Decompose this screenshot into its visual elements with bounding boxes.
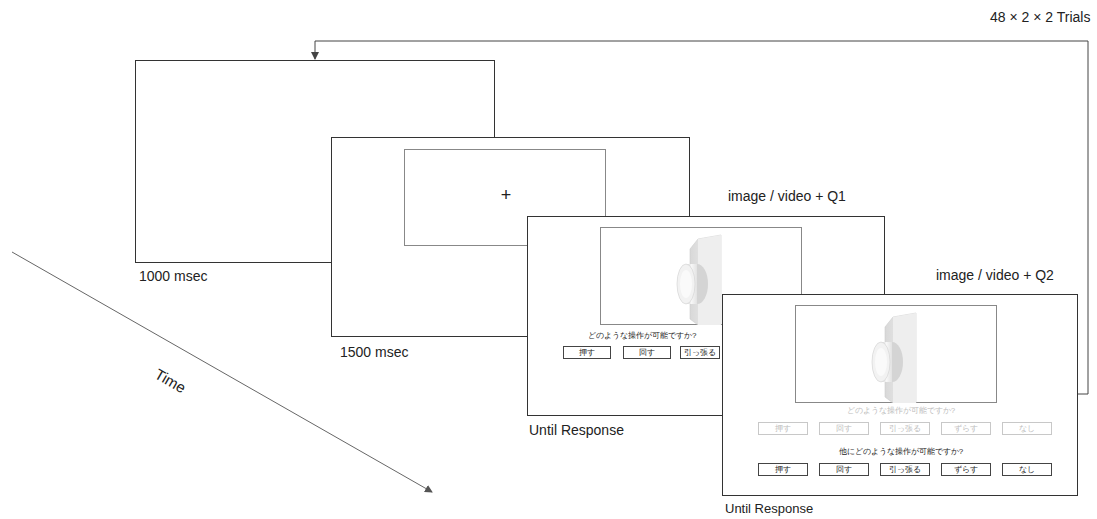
screen-text: Until Response [725, 502, 813, 516]
disabled-button: 押す [758, 422, 808, 435]
button-label: 引っ張る [889, 466, 921, 474]
response-button: 回す [623, 346, 671, 359]
screen-text: 1000 msec [139, 269, 207, 284]
knob-image [795, 305, 997, 403]
disabled-button: なし [1002, 422, 1052, 435]
disabled-button: 引っ張る [880, 422, 930, 435]
button-label: 引っ張る [889, 425, 921, 433]
button-label: なし [1019, 466, 1035, 474]
response-button: 回す [819, 463, 869, 476]
screen-text: Until Response [529, 423, 624, 438]
screen-text: 他にどのような操作が可能ですか? [723, 448, 1079, 457]
button-label: 回す [836, 425, 852, 433]
screen-text: 1500 msec [340, 345, 408, 360]
disabled-button: ずらす [941, 422, 991, 435]
screen-text: どのような操作が可能ですか? [723, 407, 1079, 416]
button-label: 押す [579, 349, 595, 357]
button-label: 押す [775, 466, 791, 474]
screen-text: + [405, 186, 607, 206]
screen-text: image / video + Q1 [728, 189, 846, 204]
button-label: ずらす [954, 466, 978, 474]
button-label: ずらす [954, 425, 978, 433]
response-button: 押す [563, 346, 611, 359]
axis-label: Time [152, 366, 189, 397]
button-label: 回す [836, 466, 852, 474]
button-label: 回す [639, 349, 655, 357]
response-button: ずらす [941, 463, 991, 476]
screen-text: どのような操作が可能ですか? [588, 332, 696, 341]
response-button: 引っ張る [680, 346, 720, 359]
response-button: 引っ張る [880, 463, 930, 476]
button-label: 引っ張る [684, 349, 716, 357]
trial-count: 48 × 2 × 2 Trials [990, 10, 1090, 25]
disabled-button: 回す [819, 422, 869, 435]
response-button: なし [1002, 463, 1052, 476]
button-label: 押す [775, 425, 791, 433]
screen-text: image / video + Q2 [936, 268, 1054, 283]
response-button: 押す [758, 463, 808, 476]
button-label: なし [1019, 425, 1035, 433]
